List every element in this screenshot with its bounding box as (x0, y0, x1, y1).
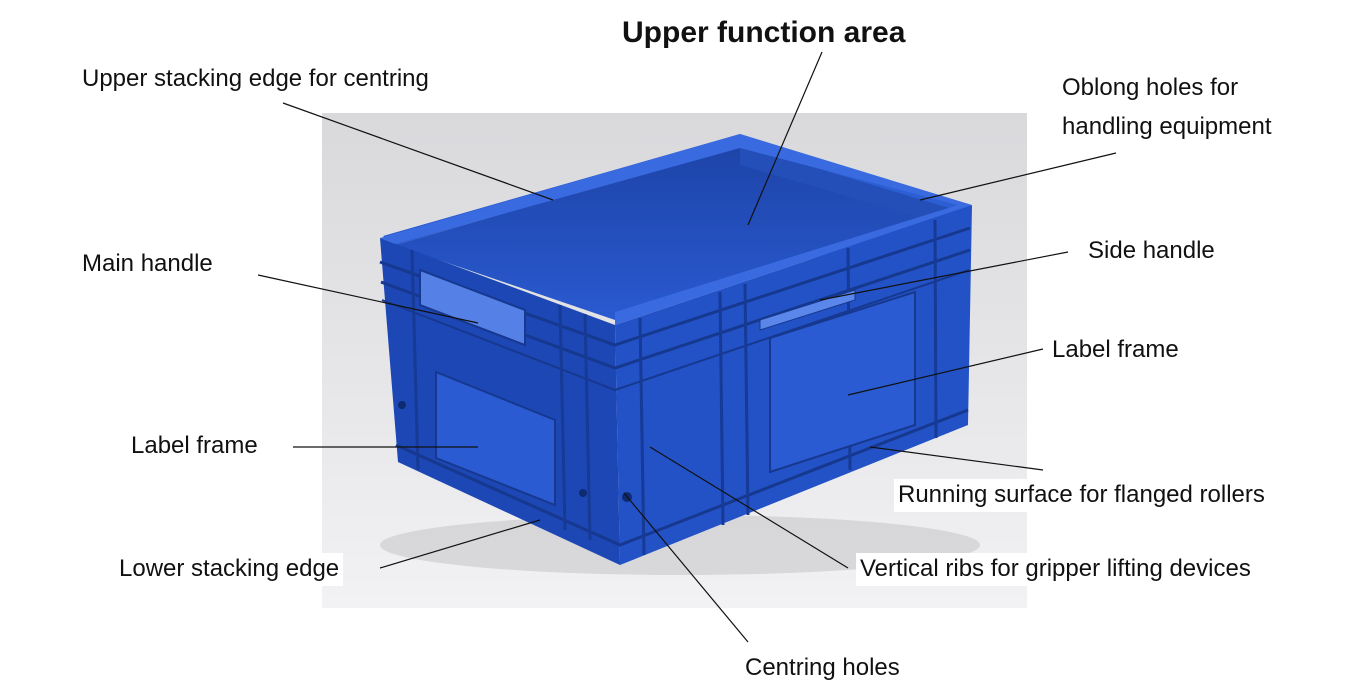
label-running-surface: Running surface for flanged rollers (894, 479, 1269, 512)
label-oblong-holes-line1: Oblong holes for (1062, 74, 1239, 101)
diagram-title: Upper function area (622, 16, 906, 49)
leader-oblong-holes (919, 152, 1117, 201)
label-label-frame-left: Label frame (127, 430, 262, 463)
leader-lines (257, 51, 1117, 643)
label-main-handle: Main handle (82, 250, 213, 277)
label-lower-stacking-edge: Lower stacking edge (115, 553, 344, 586)
label-oblong-holes-line2: handling equipment (1062, 113, 1272, 140)
leader-upper-stacking-edge (282, 102, 554, 201)
label-label-frame-right: Label frame (1052, 336, 1179, 363)
label-upper-stacking-edge: Upper stacking edge for centring (82, 65, 429, 92)
leader-vertical-ribs (649, 446, 849, 569)
crate-shadow (380, 515, 980, 575)
leader-label-frame-right (847, 348, 1044, 396)
label-centring-holes: Centring holes (745, 654, 900, 681)
leader-centring-holes (623, 492, 749, 643)
leader-lower-stacking-edge (379, 519, 541, 569)
leader-running-surface (869, 446, 1044, 471)
label-vertical-ribs: Vertical ribs for gripper lifting device… (856, 553, 1255, 586)
leader-upper-function-area (747, 51, 823, 226)
leader-side-handle (819, 251, 1069, 301)
blue-crate (379, 134, 972, 565)
label-side-handle: Side handle (1088, 237, 1215, 264)
leader-main-handle (257, 274, 479, 324)
